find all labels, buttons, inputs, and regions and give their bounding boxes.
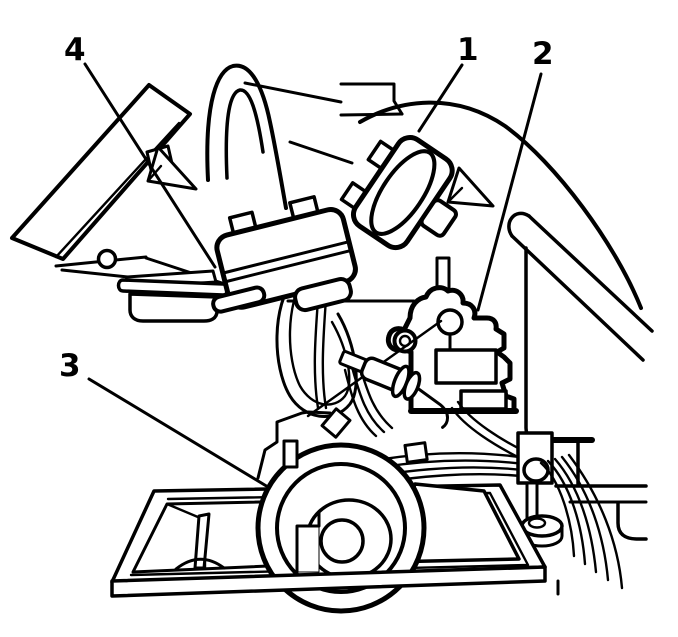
ignition-coil-left [211,195,358,314]
callout-label-3: 3 [59,348,81,384]
tray-front-rail [110,565,560,598]
wire-cascade [539,453,624,590]
reservoir-cup [116,269,230,323]
duct-loop [205,63,404,210]
cowl-panel-edge [517,246,648,541]
junction-box [516,431,554,527]
wiring-harness [275,274,542,492]
slanted-cover-panel [10,83,233,290]
ignition-coil-right [339,135,458,251]
callout-label-1: 1 [457,32,479,68]
fender-arc [358,100,643,310]
spark-plug-boot [338,350,450,429]
dipstick [174,512,226,571]
strut-bar [507,211,654,362]
direction-arrow-left [146,145,198,191]
engine-mount [255,439,427,614]
callout-label-4: 4 [64,32,86,68]
callout-label-2: 2 [532,36,554,72]
leader-lines [83,62,543,489]
direction-arrow-right [446,166,495,208]
mount-support-bracket [256,410,332,480]
bolt-head [96,248,118,270]
